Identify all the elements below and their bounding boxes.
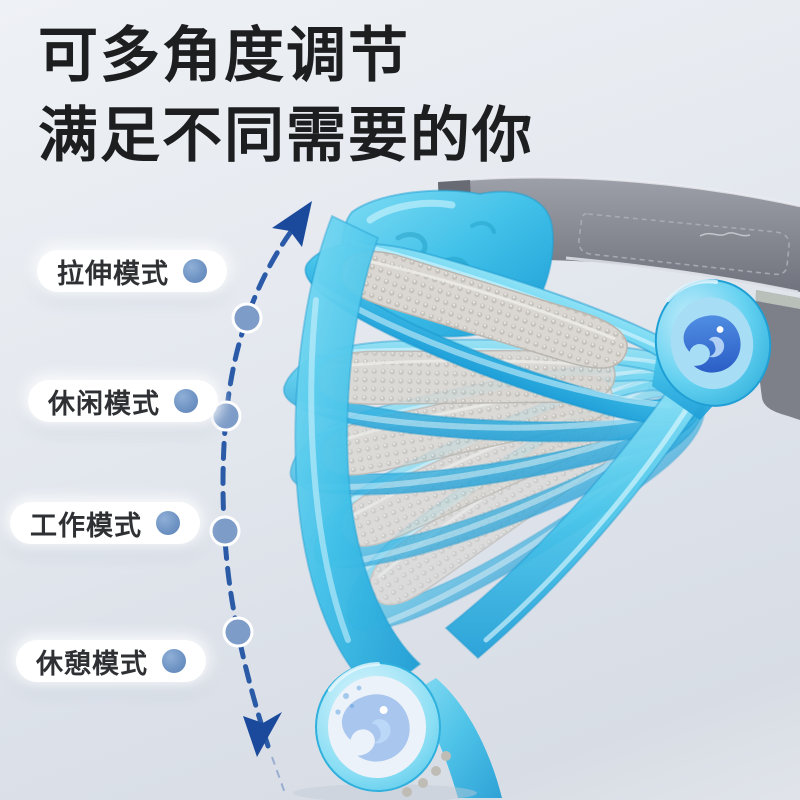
mode-dot-icon <box>162 649 186 673</box>
arc-dot <box>231 302 263 334</box>
mode-dot-icon <box>174 389 198 413</box>
mode-label-work: 工作模式 <box>10 502 200 544</box>
mode-label-text: 休憩模式 <box>36 648 148 679</box>
hinge-disc-right <box>652 279 772 420</box>
arc-dashed-path <box>220 209 309 749</box>
poster-title: 可多角度调节 满足不同需要的你 <box>38 16 534 176</box>
title-line-1: 可多角度调节 <box>38 22 410 89</box>
arrow-down-icon <box>243 712 282 757</box>
arc-dots <box>209 302 263 648</box>
mode-dot-icon <box>156 511 180 535</box>
mode-label-text: 工作模式 <box>30 510 142 541</box>
arc-dot <box>210 400 242 432</box>
arc-dot <box>222 616 254 648</box>
adjustment-arc <box>209 201 312 797</box>
mode-label-leisure: 休闲模式 <box>28 380 218 422</box>
arc-dot <box>209 515 241 547</box>
mode-dot-icon <box>183 259 207 283</box>
mode-label-rest: 休憩模式 <box>16 640 206 682</box>
mode-label-text: 休闲模式 <box>48 388 160 419</box>
mode-label-stretch: 拉伸模式 <box>37 250 227 292</box>
arrow-up-icon <box>272 201 312 247</box>
mode-label-text: 拉伸模式 <box>57 258 169 289</box>
title-line-2: 满足不同需要的你 <box>38 102 534 169</box>
hinge-disc-bottom <box>293 662 477 800</box>
